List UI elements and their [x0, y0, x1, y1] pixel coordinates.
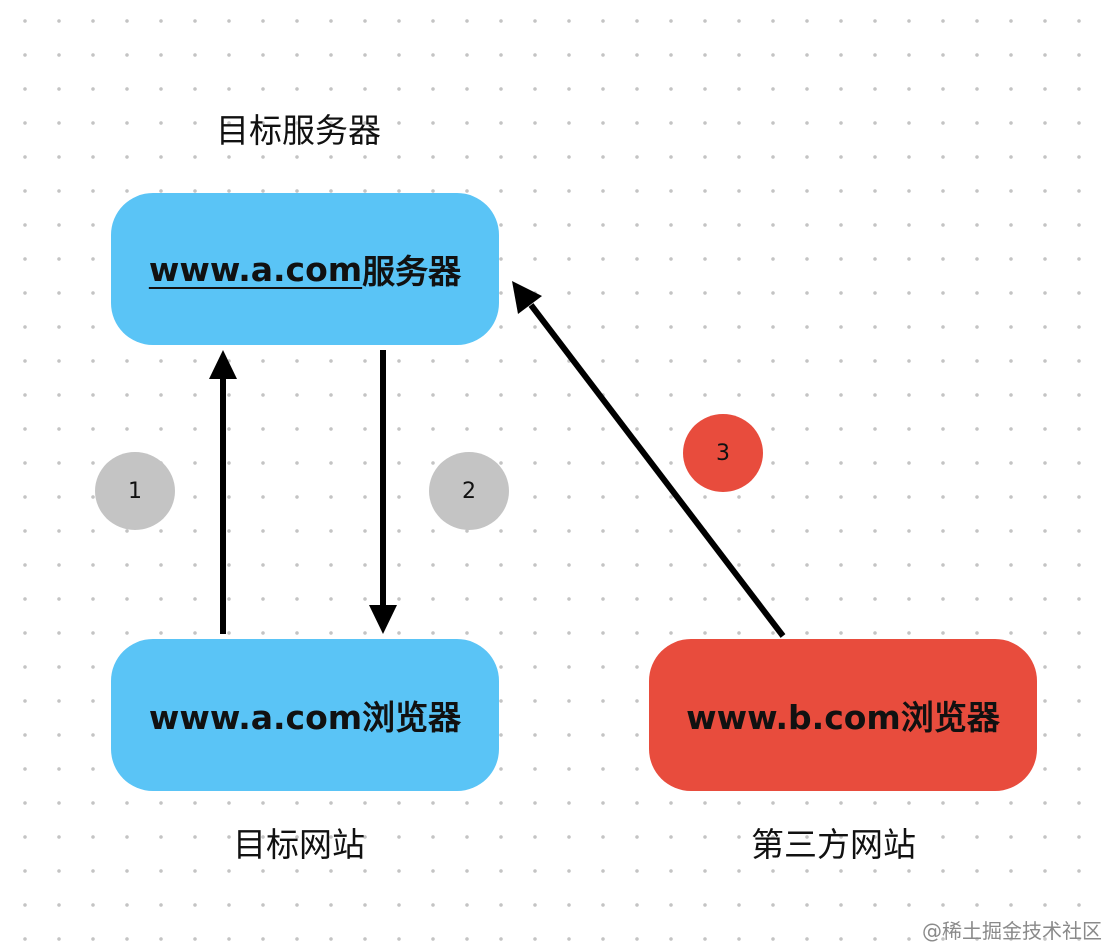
browser-a-box: www.a.com浏览器 [111, 639, 499, 791]
step-badge-1: 1 [95, 452, 175, 530]
caption-target-server: 目标服务器 [216, 111, 381, 150]
arrow-attack-line [528, 303, 786, 638]
browser-b-box: www.b.com浏览器 [649, 639, 1037, 791]
browser-a-label: www.a.com浏览器 [148, 698, 462, 737]
server-suffix-label: 服务器 [362, 252, 462, 291]
step-badge-2: 2 [429, 452, 509, 530]
arrow-attack-head [512, 281, 542, 314]
step-badge-3: 3 [683, 414, 763, 492]
watermark-text: @稀土掘金技术社区 [922, 919, 1102, 943]
server-domain-label: www.a.com [148, 249, 363, 289]
caption-third-party-website: 第三方网站 [751, 825, 916, 864]
browser-b-label: www.b.com浏览器 [686, 698, 1000, 737]
arrow-response-head [369, 605, 397, 634]
arrow-request-head [209, 350, 237, 379]
caption-target-website: 目标网站 [233, 825, 365, 864]
